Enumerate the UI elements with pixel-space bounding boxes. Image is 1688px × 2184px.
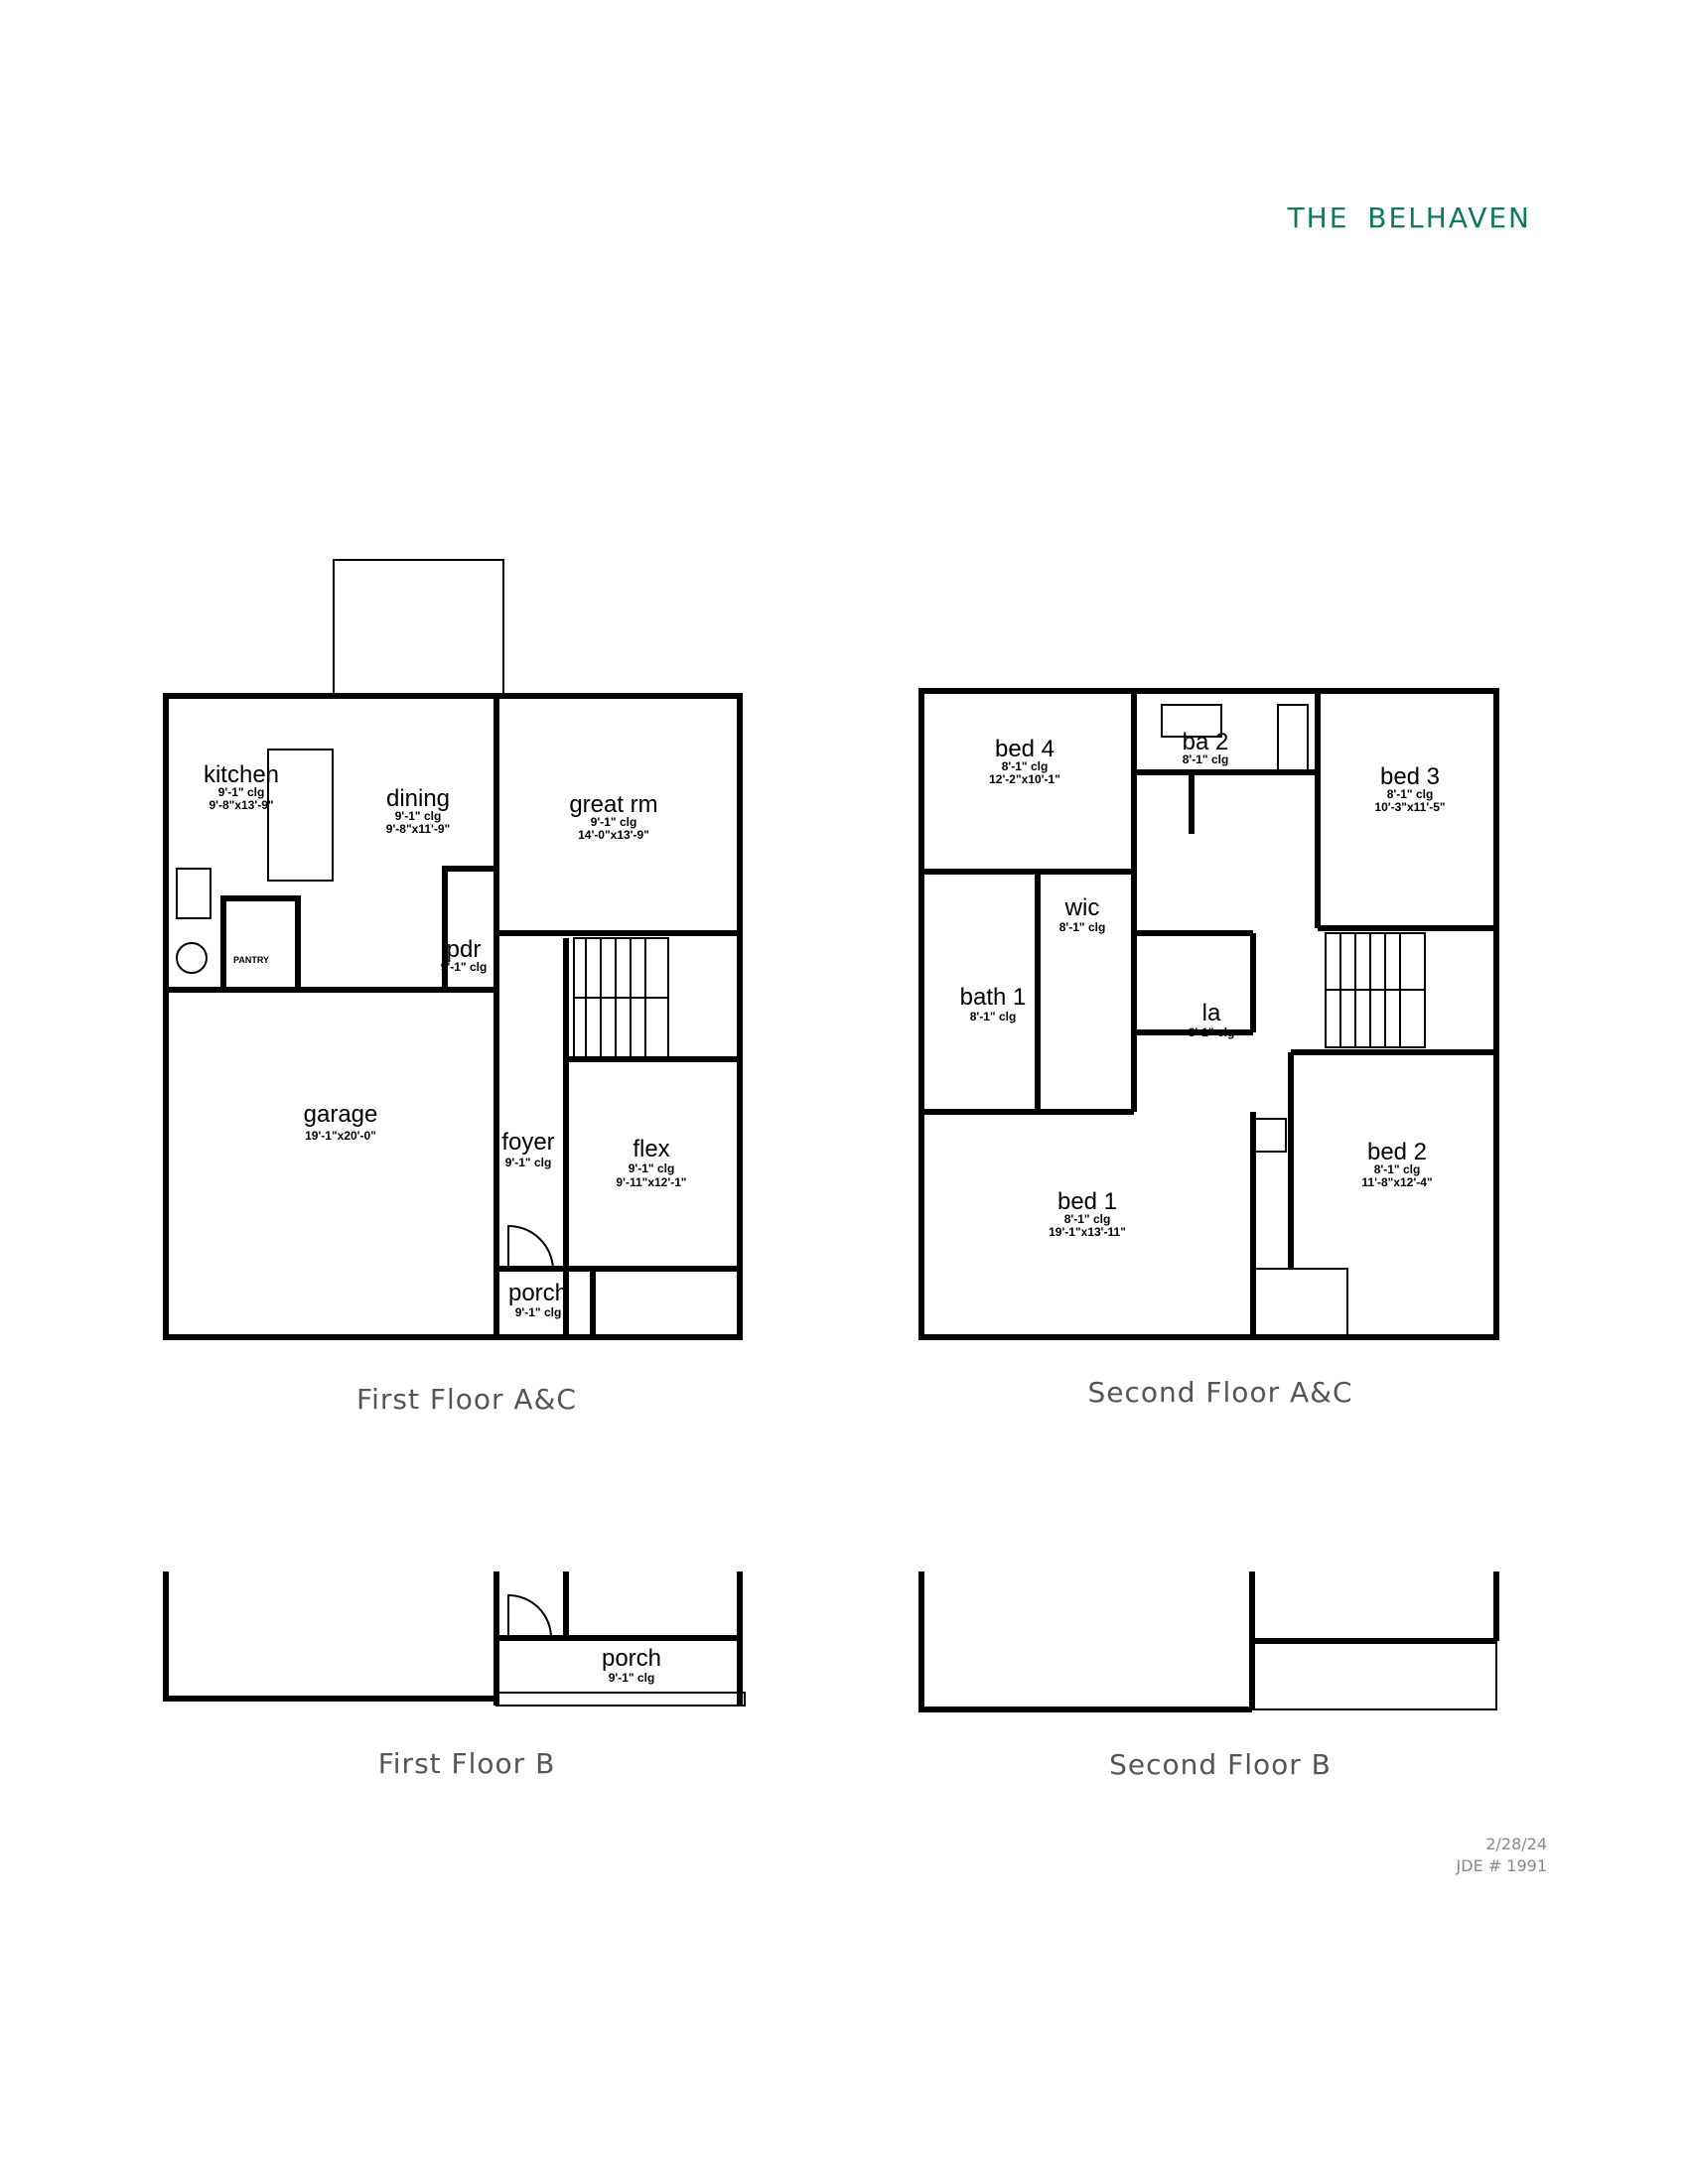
svg-text:8'-1" clg: 8'-1" clg	[1002, 759, 1049, 773]
svg-text:9'-1" clg: 9'-1" clg	[629, 1161, 675, 1175]
revision-date: 2/28/24	[1485, 1835, 1547, 1853]
plan-title: THE BELHAVEN	[1287, 202, 1531, 234]
svg-text:8'-1" clg: 8'-1" clg	[1374, 1162, 1421, 1176]
svg-text:9'-1" clg: 9'-1" clg	[515, 1305, 562, 1319]
svg-text:11'-8"x12'-4": 11'-8"x12'-4"	[1361, 1175, 1432, 1189]
svg-text:9'-1" clg: 9'-1" clg	[609, 1671, 655, 1685]
svg-text:flex: flex	[633, 1136, 669, 1162]
svg-text:9'-1" clg: 9'-1" clg	[441, 960, 488, 974]
svg-text:great rm: great rm	[569, 791, 657, 818]
first-floor-ac-plan	[163, 559, 743, 1340]
caption-first-floor-ac: First Floor A&C	[356, 1383, 577, 1416]
svg-text:bath 1: bath 1	[960, 984, 1027, 1011]
room-ba-2: ba 28'-1" clg	[1183, 729, 1229, 766]
svg-text:8'-1" clg: 8'-1" clg	[970, 1010, 1017, 1024]
jde-number: JDE # 1991	[1456, 1856, 1547, 1875]
svg-text:ba 2: ba 2	[1183, 729, 1229, 755]
svg-text:19'-1"x13'-11": 19'-1"x13'-11"	[1049, 1225, 1126, 1239]
svg-text:bed 2: bed 2	[1367, 1139, 1427, 1165]
room-la: la8'-1" clg	[1189, 1000, 1235, 1039]
svg-text:8'-1" clg: 8'-1" clg	[1189, 1025, 1235, 1039]
svg-text:9'-1" clg: 9'-1" clg	[395, 809, 442, 823]
stairs-upper	[1325, 932, 1426, 1048]
svg-text:9'-1" clg: 9'-1" clg	[505, 1156, 552, 1169]
stairs	[573, 937, 669, 1058]
second-floor-b-plan	[918, 1571, 1499, 1712]
svg-text:9'-8"x13'-9": 9'-8"x13'-9"	[209, 798, 273, 812]
svg-text:porch: porch	[602, 1645, 661, 1672]
svg-text:9'-8"x11'-9": 9'-8"x11'-9"	[386, 822, 450, 836]
svg-text:wic: wic	[1064, 894, 1100, 921]
svg-text:kitchen: kitchen	[204, 761, 279, 788]
caption-first-floor-b: First Floor B	[377, 1747, 556, 1780]
svg-text:10'-3"x11'-5": 10'-3"x11'-5"	[1374, 800, 1445, 814]
svg-text:dining: dining	[386, 785, 450, 812]
svg-text:foyer: foyer	[501, 1129, 554, 1156]
svg-text:9'-1" clg: 9'-1" clg	[591, 815, 637, 829]
svg-text:19'-1"x20'-0": 19'-1"x20'-0"	[305, 1129, 376, 1143]
svg-text:la: la	[1202, 1000, 1221, 1026]
svg-text:14'-0"x13'-9": 14'-0"x13'-9"	[578, 828, 649, 842]
svg-text:9'-11"x12'-1": 9'-11"x12'-1"	[616, 1175, 686, 1189]
second-floor-ac-plan	[918, 688, 1499, 1340]
svg-text:bed 4: bed 4	[995, 736, 1055, 762]
svg-text:garage: garage	[304, 1101, 378, 1128]
svg-text:8'-1" clg: 8'-1" clg	[1387, 787, 1434, 801]
caption-second-floor-b: Second Floor B	[1109, 1748, 1332, 1781]
svg-text:8'-1" clg: 8'-1" clg	[1059, 920, 1106, 934]
svg-text:8'-1" clg: 8'-1" clg	[1183, 752, 1229, 766]
svg-text:bed 1: bed 1	[1057, 1188, 1117, 1215]
svg-text:8'-1" clg: 8'-1" clg	[1064, 1212, 1111, 1226]
room-pantry: PANTRY	[233, 955, 269, 965]
svg-text:pdr: pdr	[447, 936, 482, 963]
caption-second-floor-ac: Second Floor A&C	[1087, 1376, 1353, 1409]
room-bath-1: bath 18'-1" clg	[960, 984, 1027, 1024]
svg-text:9'-1" clg: 9'-1" clg	[218, 785, 265, 799]
svg-text:12'-2"x10'-1": 12'-2"x10'-1"	[989, 772, 1060, 786]
first-floor-b-plan	[163, 1571, 746, 1706]
svg-text:bed 3: bed 3	[1380, 763, 1440, 790]
svg-text:porch: porch	[508, 1280, 568, 1306]
